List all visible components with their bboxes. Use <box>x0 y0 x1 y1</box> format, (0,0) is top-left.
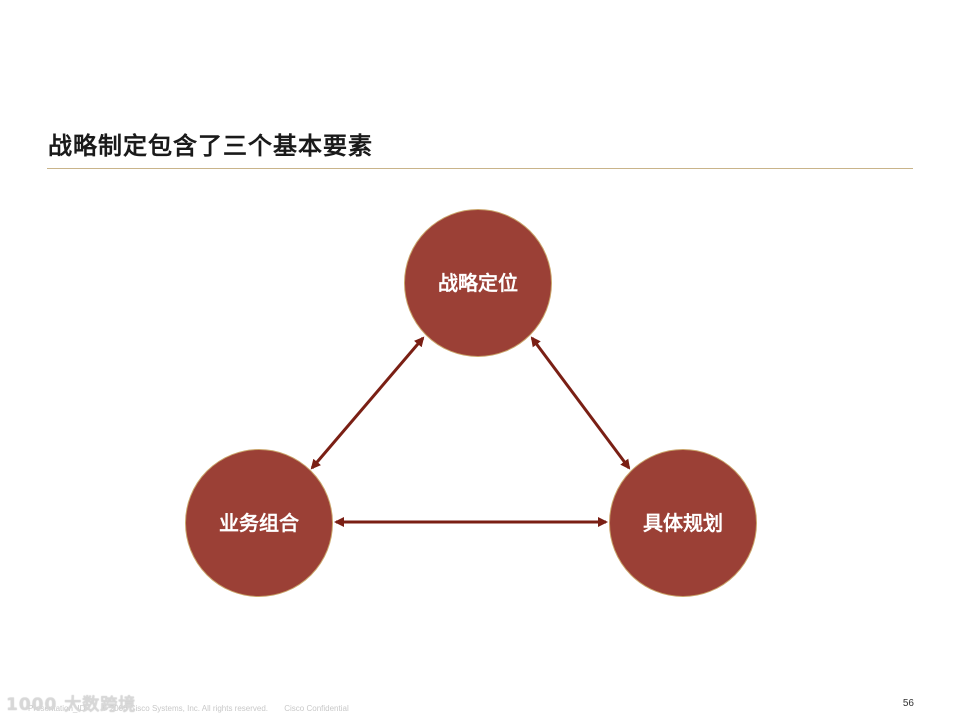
page-number: 56 <box>902 698 914 709</box>
node-specific-planning: 具体规划 <box>609 449 757 597</box>
footer-presentation-id: Presentation_ID <box>28 704 86 713</box>
arrow-top-left <box>310 336 425 470</box>
footer-confidential: Cisco Confidential <box>284 704 349 713</box>
node-strategic-positioning-label: 战略定位 <box>438 271 518 295</box>
node-business-portfolio-label: 业务组合 <box>219 511 299 535</box>
footer: Presentation_ID © 2006 Cisco Systems, In… <box>28 704 363 713</box>
footer-copyright: © 2006 Cisco Systems, Inc. All rights re… <box>101 704 269 713</box>
arrow-top-right <box>530 336 631 470</box>
watermark-logo: 1000 大数跨境 <box>6 695 137 715</box>
node-specific-planning-label: 具体规划 <box>643 511 723 535</box>
title-divider <box>47 168 913 169</box>
slide-title: 战略制定包含了三个基本要素 <box>48 132 373 160</box>
node-strategic-positioning: 战略定位 <box>404 209 552 357</box>
node-business-portfolio: 业务组合 <box>185 449 333 597</box>
